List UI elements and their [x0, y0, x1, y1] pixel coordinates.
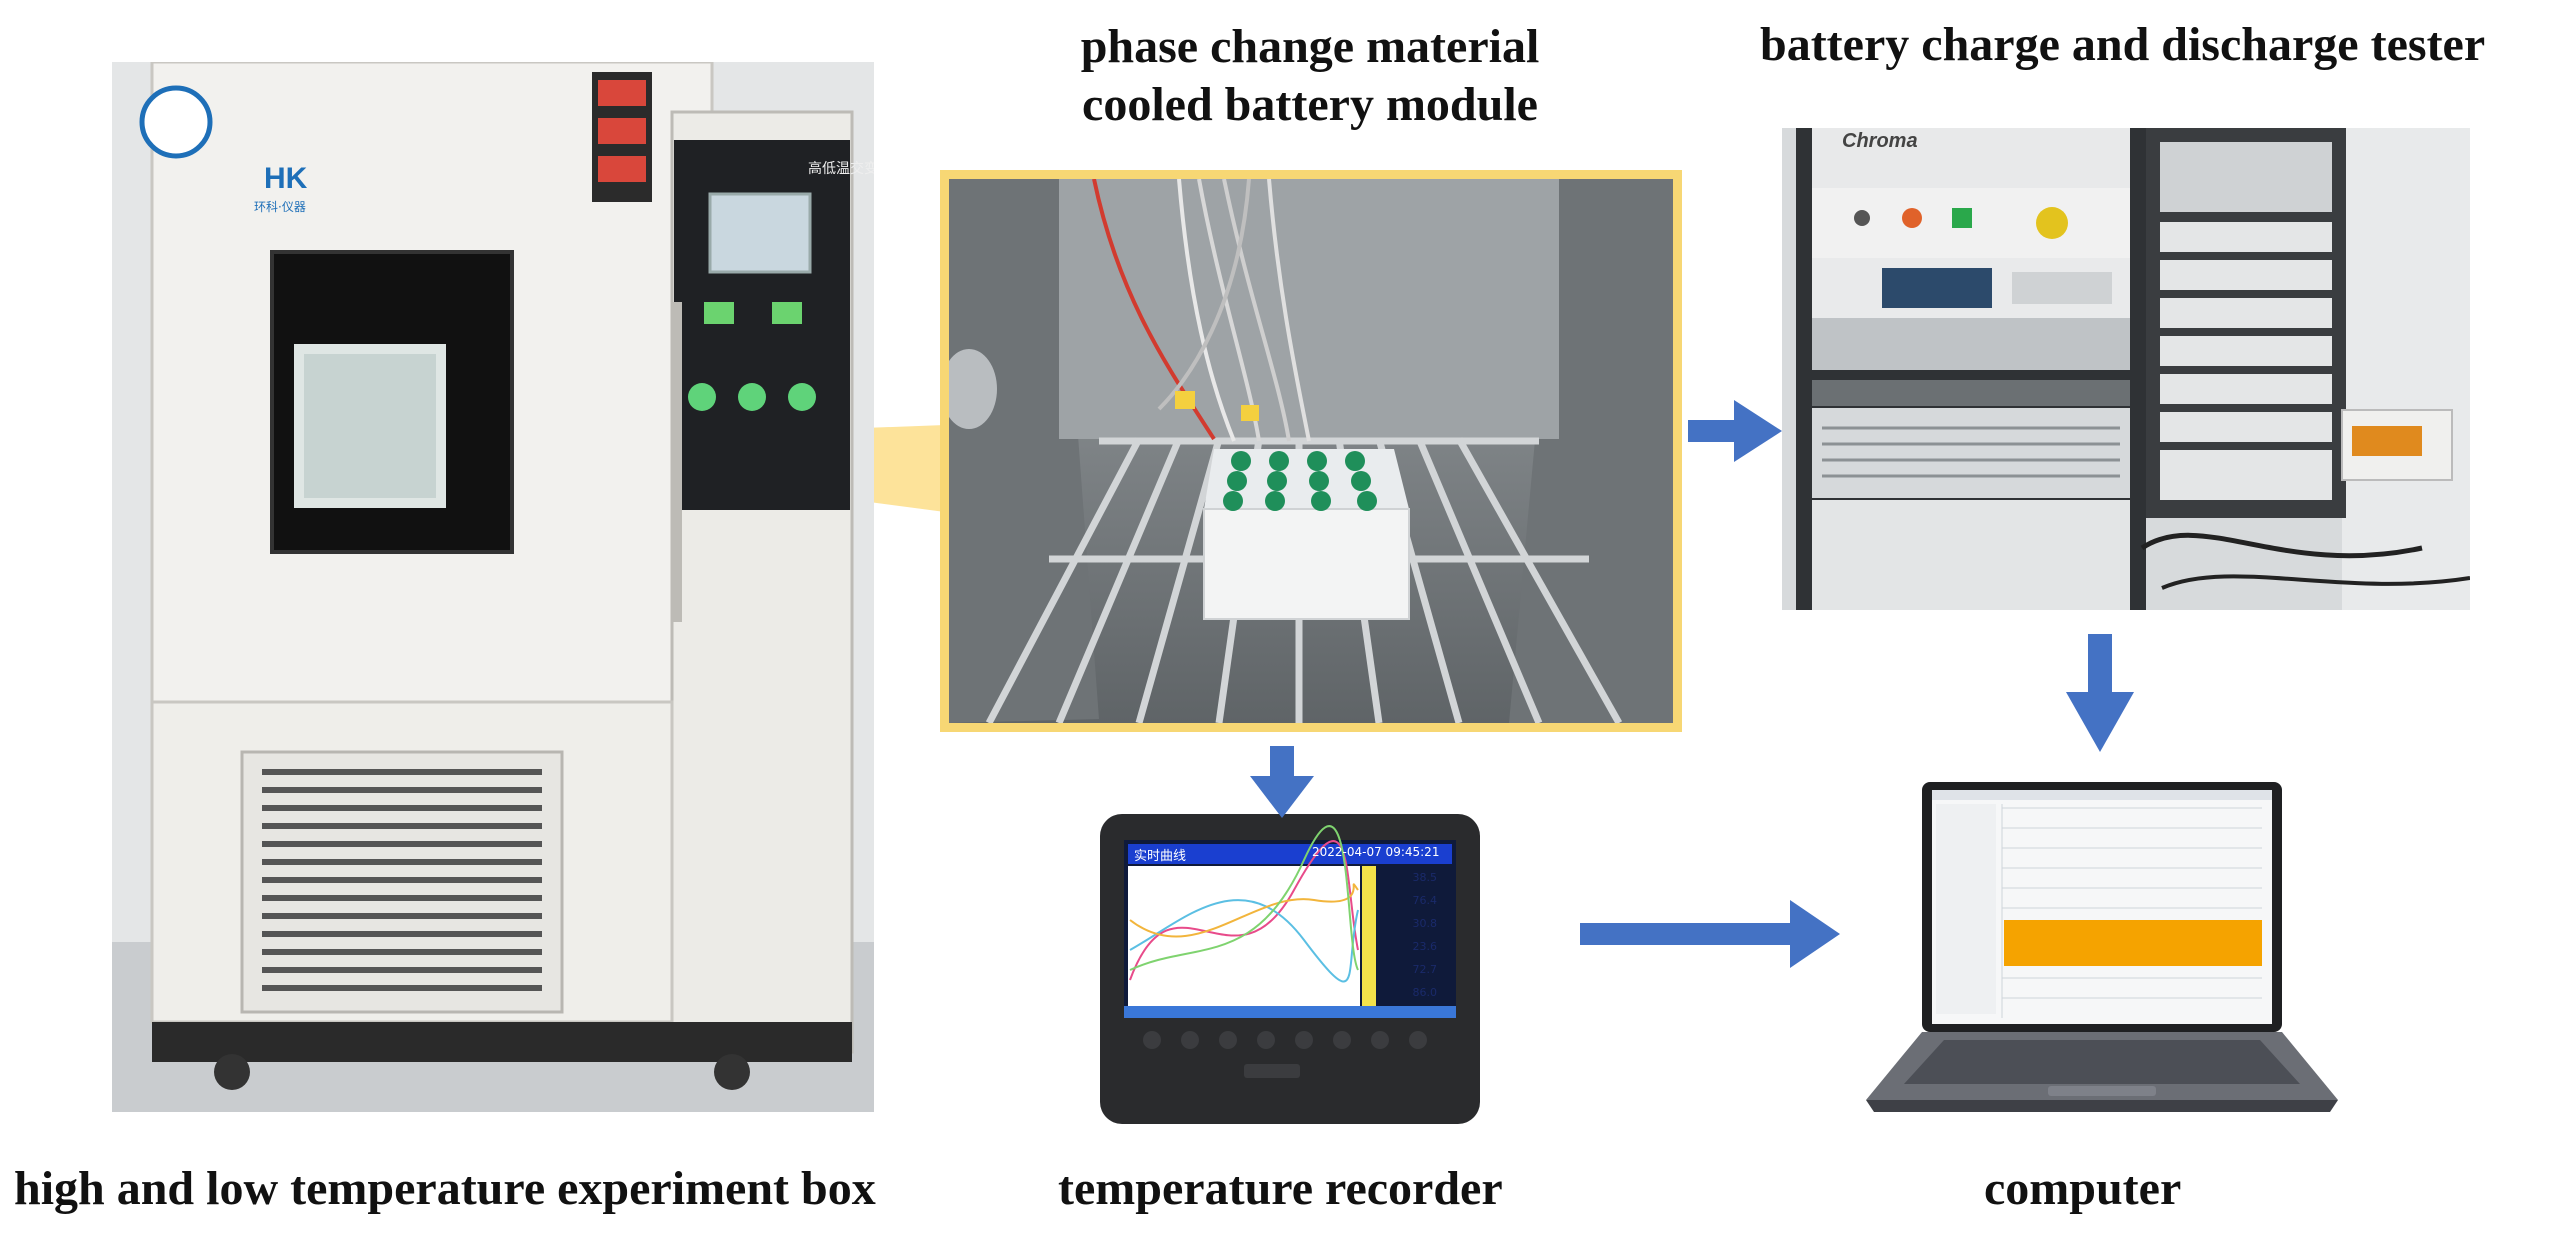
tester-photo: Chroma: [1782, 128, 2470, 610]
recorder-reading: 23.6: [1412, 940, 1438, 953]
label-pcm-line1: phase change material: [1080, 20, 1540, 73]
pcm-module-photo: [940, 170, 1682, 732]
label-computer: computer: [1984, 1162, 2182, 1215]
recorder-photo: 实时曲线 2022-04-07 09:45:21 38.5 76.4 30.8 …: [1094, 800, 1486, 1138]
chamber-brand-sub: 环科·仪器: [254, 200, 306, 214]
chamber-photo: HK 环科·仪器 高低温交变湿热试验箱: [112, 62, 874, 1112]
laptop-illustration: [1866, 782, 2338, 1112]
tester-brand: Chroma: [1842, 130, 1918, 152]
recorder-screen-title: 实时曲线: [1134, 849, 1187, 864]
chamber-illustration: [112, 62, 874, 1112]
recorder-reading: 86.0: [1412, 986, 1438, 999]
label-tester: battery charge and discharge tester: [1760, 18, 2486, 71]
recorder-illustration: [1100, 814, 1480, 1124]
computer-photo: [1852, 778, 2352, 1124]
chamber-panel-title: 高低温交变湿热试验箱: [808, 161, 874, 177]
chamber-brand-logo: HK: [264, 162, 308, 195]
label-pcm-module: phase change material cooled battery mod…: [980, 18, 1640, 134]
recorder-reading: 72.7: [1412, 963, 1438, 976]
recorder-reading: 38.5: [1412, 871, 1438, 884]
label-recorder: temperature recorder: [1058, 1162, 1503, 1215]
recorder-datetime: 2022-04-07 09:45:21: [1312, 845, 1440, 859]
recorder-reading: 30.8: [1412, 917, 1438, 930]
label-chamber: high and low temperature experiment box: [14, 1162, 876, 1215]
tester-illustration: [1782, 128, 2470, 610]
recorder-reading: 76.4: [1412, 894, 1438, 907]
recorder-readings: 38.5 76.4 30.8 23.6 72.7 86.0: [1377, 866, 1438, 1004]
pcm-module-illustration: [949, 179, 1673, 723]
label-pcm-line2: cooled battery module: [1082, 78, 1538, 131]
